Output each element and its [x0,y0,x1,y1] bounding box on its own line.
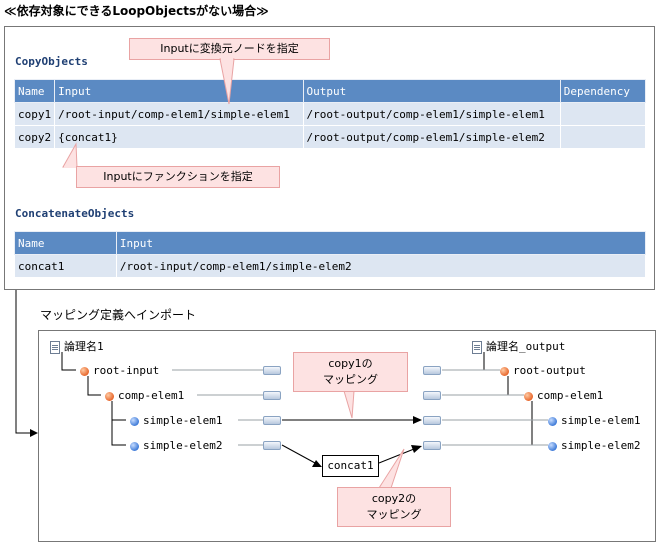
node-label: root-input [93,364,160,377]
callout-copy2-mapping: copy2の マッピング [337,487,451,527]
callout-line: マッピング [323,373,378,386]
node-label: simple-elem1 [561,414,641,427]
node-label: simple-elem2 [561,439,641,452]
copyobjects-heading: CopyObjects [15,55,88,68]
right-logical-name-label: 論理名_output [486,340,566,353]
table-cell [559,125,647,149]
orange-ball-icon [500,366,509,376]
blue-ball-icon [130,416,139,426]
table-row: concat1 /root-input/comp-elem1/simple-el… [14,254,647,278]
column-header: Input [54,79,304,103]
import-label: マッピング定義へインポート [40,308,197,322]
callout-input-function: Inputにファンクションを指定 [76,166,280,188]
node-label: simple-elem2 [143,439,223,452]
table-cell: copy2 [13,125,56,149]
column-header: Output [302,79,561,103]
connector-port-icon[interactable] [263,416,281,425]
copyobjects-table: Name Input Output Dependency copy1 /root… [13,79,647,149]
left-node-simple-elem1[interactable]: simple-elem1 [130,414,222,427]
connector-port-icon[interactable] [423,416,441,425]
right-node-simple-elem2[interactable]: simple-elem2 [548,439,640,452]
table-cell: {concat1} [54,125,304,149]
column-header: Input [115,231,647,255]
connector-port-icon[interactable] [423,366,441,375]
concatenateobjects-heading: ConcatenateObjects [15,207,135,220]
node-label: simple-elem1 [143,414,223,427]
blue-ball-icon [130,441,139,451]
concatenateobjects-table: Name Input concat1 /root-input/comp-elem… [14,231,647,278]
node-label: comp-elem1 [537,389,604,402]
table-cell: /root-output/comp-elem1/simple-elem1 [302,102,561,126]
callout-input-transform: Inputに変換元ノードを指定 [129,38,330,60]
table-row: copy1 /root-input/comp-elem1/simple-elem… [13,102,647,126]
orange-ball-icon [105,391,114,401]
table-row: copy2 {concat1} /root-output/comp-elem1/… [13,125,647,149]
node-label: root-output [513,364,586,377]
left-node-comp-elem1[interactable]: comp-elem1 [105,389,184,402]
orange-ball-icon [524,391,533,401]
orange-ball-icon [80,366,89,376]
concat-function-box[interactable]: concat1 [322,455,379,477]
left-node-simple-elem2[interactable]: simple-elem2 [130,439,222,452]
table-header-row: Name Input Output Dependency [13,79,647,103]
node-label: comp-elem1 [118,389,185,402]
callout-line: copy1の [328,357,373,370]
blue-ball-icon [548,416,557,426]
connector-port-icon[interactable] [263,391,281,400]
column-header: Name [14,231,117,255]
mapping-panel [38,330,656,542]
table-header-row: Name Input [14,231,647,255]
objects-definition-panel [4,26,655,290]
callout-line: マッピング [366,508,422,521]
connector-port-icon[interactable] [423,441,441,450]
table-cell: concat1 [14,254,117,278]
left-logical-name-label: 論理名1 [64,340,104,353]
table-cell: /root-output/comp-elem1/simple-elem2 [302,125,561,149]
document-icon [472,340,482,354]
right-node-root-output[interactable]: root-output [500,364,586,377]
blue-ball-icon [548,441,557,451]
document-icon [50,340,60,354]
page-title: ≪依存対象にできるLoopObjectsがない場合≫ [4,4,269,18]
right-node-simple-elem1[interactable]: simple-elem1 [548,414,640,427]
column-header: Name [13,79,56,103]
connector-port-icon[interactable] [263,441,281,450]
callout-copy1-mapping: copy1の マッピング [293,352,408,392]
table-cell: /root-input/comp-elem1/simple-elem1 [54,102,304,126]
callout-line: copy2の [371,492,417,505]
connector-port-icon[interactable] [263,366,281,375]
left-node-root-input[interactable]: root-input [80,364,159,377]
connector-port-icon[interactable] [423,391,441,400]
left-logical-name: 論理名1 [50,338,104,354]
right-logical-name: 論理名_output [472,338,565,354]
table-cell: /root-input/comp-elem1/simple-elem2 [115,254,647,278]
table-cell [559,102,647,126]
right-node-comp-elem1[interactable]: comp-elem1 [524,389,603,402]
